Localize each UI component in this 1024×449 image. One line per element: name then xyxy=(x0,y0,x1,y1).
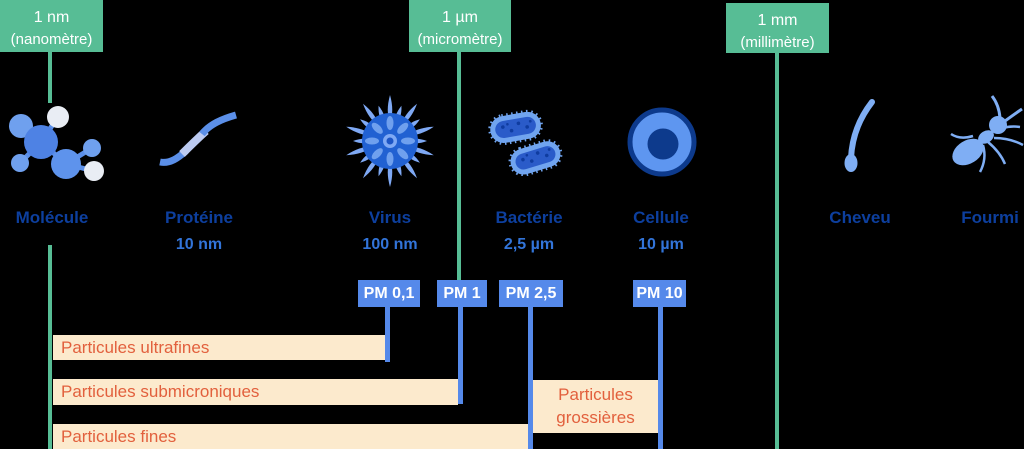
pm-2-5-line xyxy=(528,307,533,449)
label-ant: Fourmi xyxy=(961,208,1019,227)
protein-icon xyxy=(159,111,237,166)
pm-10-line xyxy=(658,307,663,449)
scale-value: 1 µm xyxy=(442,9,478,26)
size-cell: 10 µm xyxy=(638,236,684,253)
scale-box-1um: 1 µm (micromètre) xyxy=(409,0,511,52)
scale-unit: (micromètre) xyxy=(417,31,503,49)
size-bacteria: 2,5 µm xyxy=(503,236,555,253)
pm-2-5-box: PM 2,5 xyxy=(499,280,563,307)
hair-icon xyxy=(844,99,875,172)
band-coarse: Particules grossières xyxy=(533,380,658,433)
scale-unit: (millimètre) xyxy=(740,34,815,52)
label-bacteria: Bactérie xyxy=(495,208,563,227)
band-fine: Particules fines xyxy=(53,424,528,449)
pm-1-box: PM 1 xyxy=(437,280,487,307)
scale-line-1mm xyxy=(775,53,779,449)
scale-box-1nm: 1 nm (nanomètre) xyxy=(0,0,103,52)
size-virus: 100 nm xyxy=(362,236,418,253)
virus-icon xyxy=(345,95,435,187)
label-cell: Cellule xyxy=(633,208,689,227)
scale-line-1nm-lower xyxy=(48,245,52,449)
band-label: Particules grossières xyxy=(556,384,635,427)
scale-line-1um xyxy=(457,52,461,280)
band-label: Particules ultrafines xyxy=(61,337,210,357)
band-ultrafine: Particules ultrafines xyxy=(53,335,385,360)
pm-0-1-line xyxy=(385,307,390,362)
band-label: Particules submicroniques xyxy=(61,382,260,401)
label-virus: Virus xyxy=(368,208,412,227)
scale-line-1nm-upper xyxy=(48,52,52,103)
label-molecule: Molécule xyxy=(15,208,89,227)
pm-0-1-box: PM 0,1 xyxy=(358,280,420,307)
bacteria-icon xyxy=(488,109,563,176)
scale-value: 1 mm xyxy=(757,12,798,29)
scale-value: 1 nm xyxy=(33,9,70,26)
molecule-icon xyxy=(9,106,104,181)
band-label: Particules fines xyxy=(61,426,177,446)
cell-icon xyxy=(627,107,697,177)
label-protein: Protéine xyxy=(164,208,234,227)
scale-box-1mm: 1 mm (millimètre) xyxy=(726,3,829,53)
scale-unit: (nanomètre) xyxy=(10,31,93,49)
ant-icon xyxy=(950,95,1024,173)
label-hair: Cheveu xyxy=(829,208,891,227)
size-protein: 10 nm xyxy=(175,236,223,253)
pm-1-line xyxy=(458,307,463,404)
pm-10-box: PM 10 xyxy=(633,280,686,307)
band-submicronic: Particules submicroniques xyxy=(53,379,458,405)
